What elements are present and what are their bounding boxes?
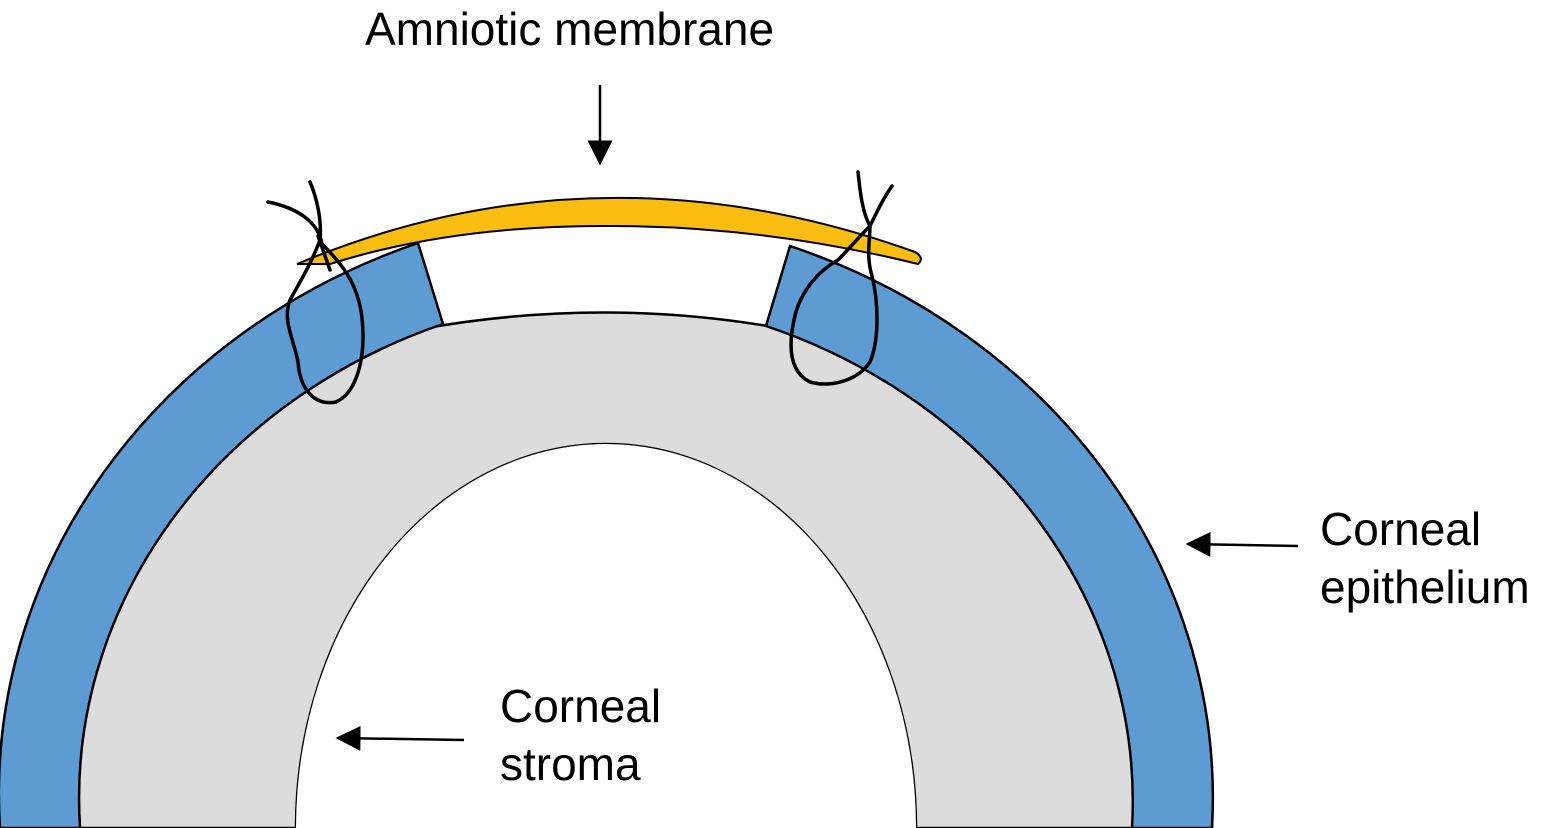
label-amniotic-membrane: Amniotic membrane — [365, 0, 774, 58]
amniotic-membrane — [296, 196, 922, 266]
label-corneal-stroma: Corneal stroma — [500, 677, 661, 793]
label-corneal-epithelium: Corneal epithelium — [1320, 500, 1530, 616]
corneal-epithelium-right — [764, 244, 1215, 828]
inner-cavity — [296, 444, 916, 828]
suture-right — [789, 170, 894, 386]
arrow-corneal-epithelium — [1185, 531, 1299, 557]
suture-left — [266, 180, 365, 405]
label-corneal-stroma-line1: Corneal — [500, 680, 662, 732]
arrow-corneal-stroma — [335, 725, 465, 751]
label-amniotic-membrane-text: Amniotic membrane — [365, 3, 775, 55]
label-corneal-epithelium-line2: epithelium — [1320, 561, 1530, 613]
label-corneal-epithelium-line1: Corneal — [1320, 503, 1482, 555]
label-corneal-stroma-line2: stroma — [500, 738, 641, 790]
